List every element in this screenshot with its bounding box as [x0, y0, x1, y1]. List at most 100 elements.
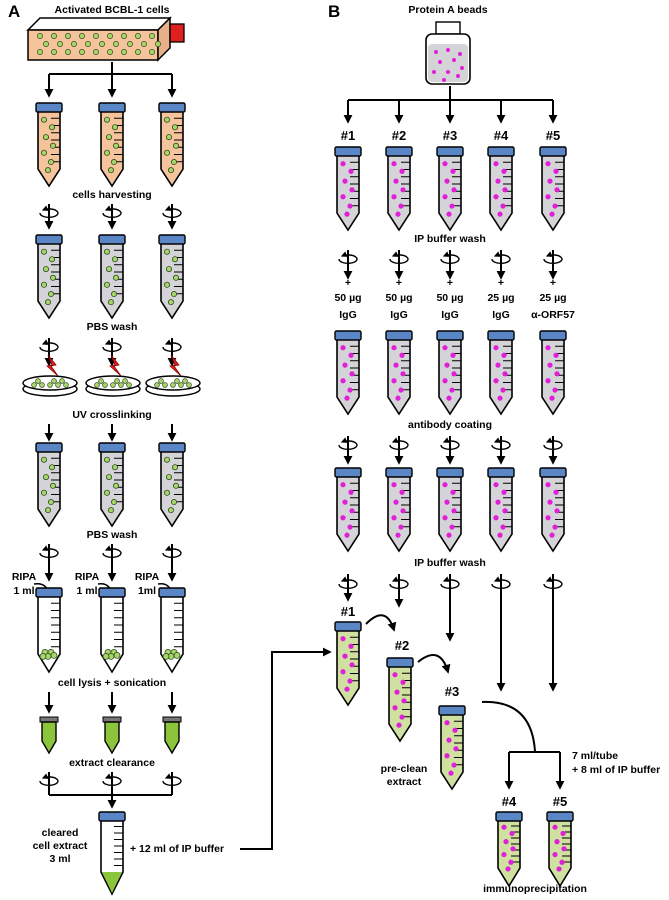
- ripa-label-1b: 1 ml: [13, 585, 34, 597]
- cell: [51, 378, 57, 384]
- bead: [399, 352, 405, 358]
- tube-cap: [35, 442, 63, 453]
- cell: [49, 256, 56, 263]
- cell: [170, 159, 177, 166]
- harvest-tube: [98, 102, 126, 188]
- cell: [158, 378, 164, 384]
- tube-cap: [98, 811, 126, 822]
- bead: [394, 689, 400, 695]
- uv-lightning-icon: [109, 354, 122, 377]
- bead-tube: [539, 146, 567, 232]
- bead: [392, 705, 398, 711]
- bead: [393, 362, 399, 368]
- cell: [167, 299, 174, 306]
- cell: [48, 159, 55, 166]
- petri-dish: [145, 354, 201, 397]
- ip-tube-4: [495, 811, 523, 888]
- cell: [102, 653, 110, 660]
- a-title: Activated BCBL-1 cells: [55, 4, 170, 16]
- petri-dish: [85, 354, 141, 397]
- bead: [446, 532, 452, 538]
- bead: [349, 508, 355, 514]
- bead: [497, 532, 503, 538]
- bead: [500, 524, 506, 530]
- cell: [111, 159, 118, 166]
- cell: [182, 378, 188, 384]
- bead: [391, 482, 397, 488]
- cell: [121, 33, 127, 39]
- tube-body: [100, 450, 124, 528]
- cell: [39, 382, 45, 388]
- step-cell-lysis: cell lysis + sonication: [58, 677, 166, 689]
- bead: [399, 489, 405, 495]
- cell: [50, 142, 57, 149]
- bead: [501, 352, 507, 358]
- tube-number-3: #3: [443, 128, 457, 143]
- cell: [57, 41, 63, 47]
- antibody-plus-2: +: [396, 277, 402, 289]
- bead: [549, 211, 555, 217]
- preclean-label-2: extract: [387, 776, 422, 788]
- ripa-label-2a: RIPA: [75, 571, 100, 583]
- tube-cap: [35, 102, 63, 113]
- antibody-plus-1: +: [345, 277, 351, 289]
- cell: [65, 49, 71, 55]
- bead: [493, 378, 499, 384]
- tube-body: [388, 665, 412, 743]
- tube-cap: [35, 234, 63, 245]
- preclean-number-1: #1: [341, 604, 355, 619]
- cell: [108, 507, 115, 514]
- cell: [37, 49, 43, 55]
- bead: [545, 482, 551, 488]
- tube-body: [438, 338, 462, 416]
- lysis-tube: [98, 587, 126, 674]
- bead: [453, 746, 459, 752]
- tube-body: [37, 450, 61, 528]
- bead: [549, 532, 555, 538]
- tube-body: [100, 242, 124, 320]
- tube-cap: [546, 811, 574, 822]
- bead: [446, 395, 452, 401]
- antibody-name-1: IgG: [339, 309, 357, 321]
- antibody-amount-2: 50 µg: [385, 292, 412, 304]
- bead: [554, 371, 560, 377]
- bead: [493, 515, 499, 521]
- bead: [553, 489, 559, 495]
- bead: [452, 727, 458, 733]
- bead: [545, 194, 551, 200]
- step-cells-harvesting: cells harvesting: [72, 189, 151, 201]
- microtube: [39, 716, 59, 755]
- bead: [393, 178, 399, 184]
- preclean-number-2: #2: [395, 638, 409, 653]
- cell: [79, 49, 85, 55]
- cell: [49, 124, 56, 131]
- cell: [59, 378, 65, 384]
- cell: [112, 124, 119, 131]
- bead: [340, 194, 346, 200]
- tube-cap: [436, 467, 464, 478]
- tube-cap: [438, 705, 466, 716]
- bead: [552, 203, 558, 209]
- microtube: [162, 716, 182, 755]
- cell: [48, 499, 55, 506]
- microtube-lid: [162, 716, 182, 723]
- arrows-layer: [33, 62, 565, 850]
- cell: [114, 378, 120, 384]
- bead: [442, 78, 446, 82]
- cell: [41, 281, 48, 288]
- antibody-plus-3: +: [447, 277, 453, 289]
- cell: [63, 382, 69, 388]
- cell: [107, 33, 113, 39]
- tube-cap: [158, 587, 186, 598]
- cell: [149, 33, 155, 39]
- bead: [493, 161, 499, 167]
- antibody-amount-5: 25 µg: [539, 292, 566, 304]
- cell: [126, 382, 132, 388]
- bead: [503, 839, 509, 845]
- cell: [45, 167, 52, 174]
- bead: [398, 203, 404, 209]
- tube-body: [489, 338, 513, 416]
- bead: [545, 378, 551, 384]
- ripa-label-3a: RIPA: [135, 571, 160, 583]
